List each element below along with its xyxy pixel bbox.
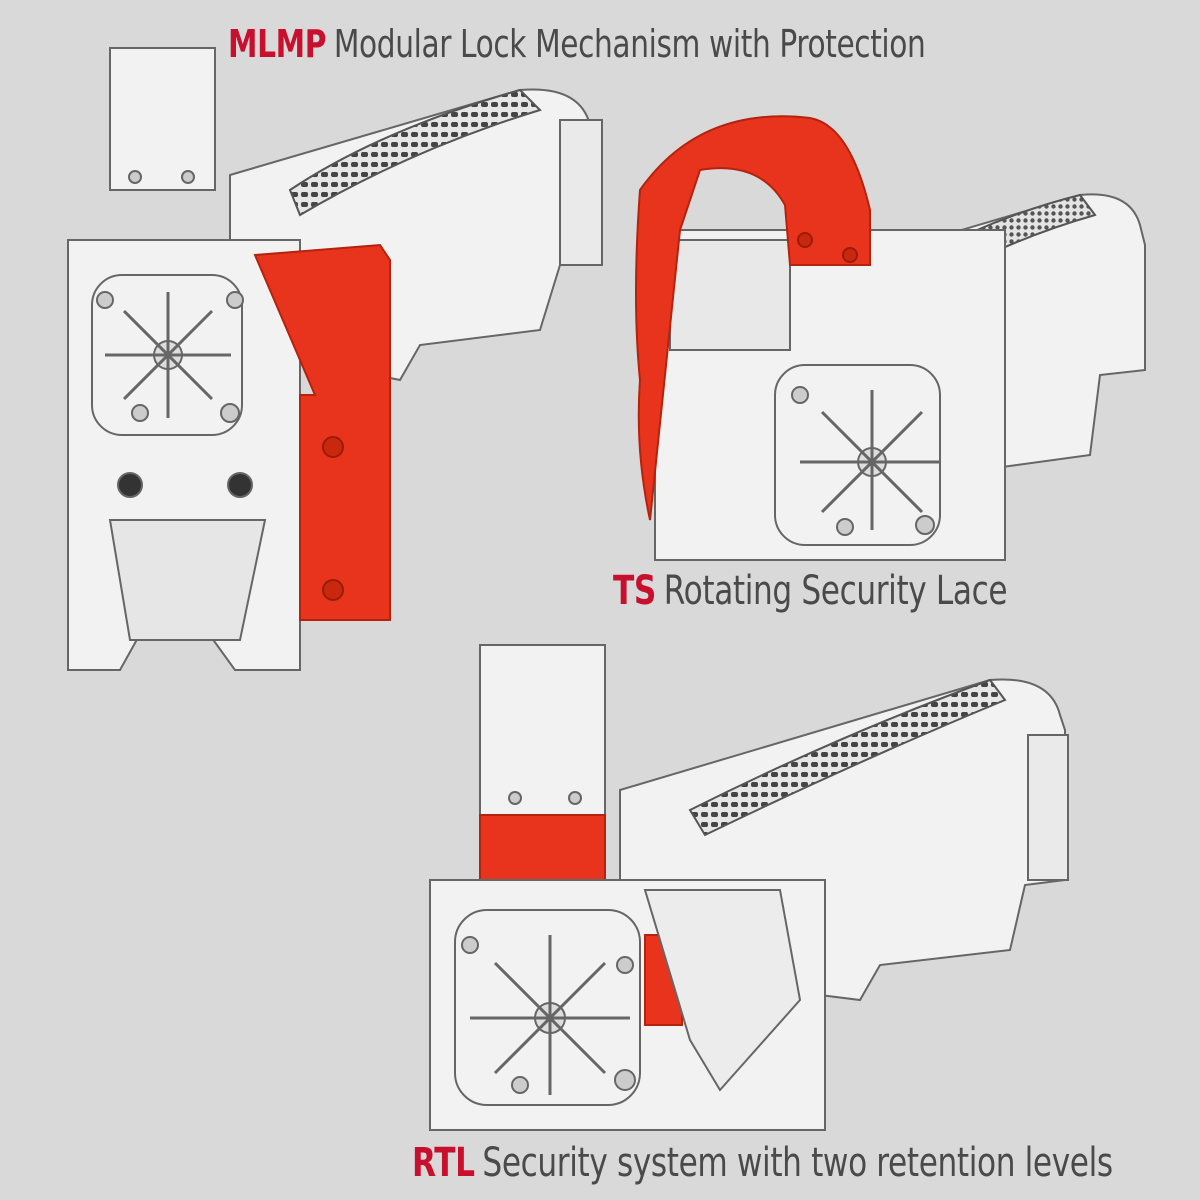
caption-text: Security system with two retention level… (482, 1140, 1113, 1186)
mlmp-holster-illustration (67, 47, 603, 671)
caption-code: TS (613, 568, 656, 614)
caption-code: RTL (412, 1140, 475, 1186)
caption-text: Modular Lock Mechanism with Protection (333, 22, 926, 66)
ts-holster-illustration (635, 115, 1146, 561)
rtl-holster-illustration (429, 644, 1069, 1131)
caption-text: Rotating Security Lace (663, 568, 1008, 614)
caption-code: MLMP (228, 22, 327, 66)
